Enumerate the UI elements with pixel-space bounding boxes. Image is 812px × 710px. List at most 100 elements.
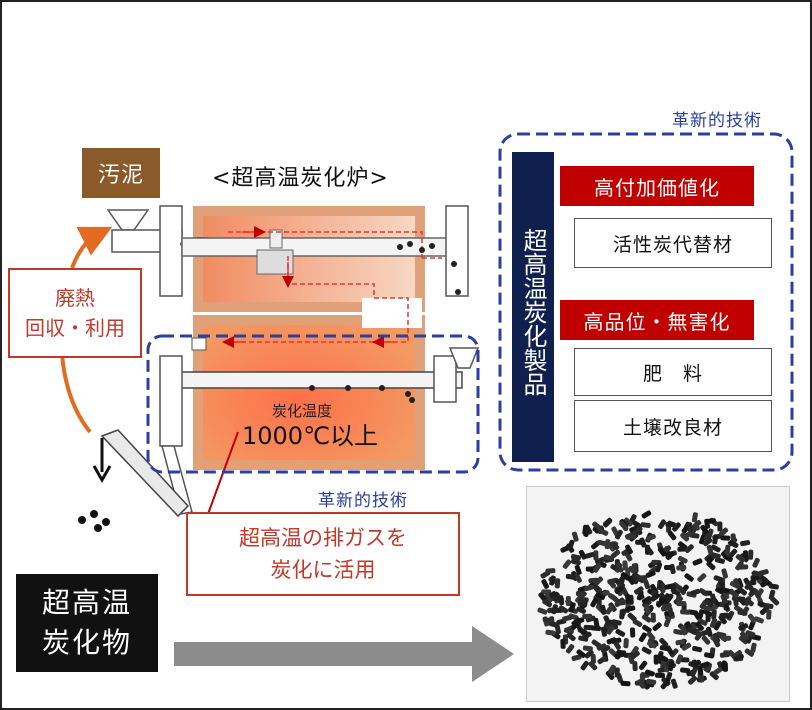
pellet — [625, 544, 633, 555]
pellet — [566, 632, 576, 642]
pellet — [677, 555, 688, 564]
innovation-label-kiln: 革新的技術 — [318, 491, 408, 511]
pellet — [582, 524, 589, 535]
pellet — [713, 666, 723, 676]
upper-tube — [181, 237, 463, 257]
pellet — [690, 588, 701, 596]
exhaust-gas-line2: 炭化に活用 — [270, 558, 376, 582]
pellet — [709, 671, 719, 681]
pellet — [593, 586, 603, 596]
pellet — [692, 558, 703, 566]
lower-hopper — [448, 347, 480, 369]
pellet — [647, 640, 657, 649]
pellet — [560, 638, 566, 649]
products-title-bar — [512, 152, 554, 462]
char-label: 超高温 炭化物 — [16, 574, 158, 672]
pellet — [629, 525, 640, 533]
pellet — [656, 598, 666, 608]
sludge-label: 汚泥 — [82, 148, 160, 198]
pellet — [571, 654, 582, 661]
pellet — [627, 612, 637, 622]
pellet — [766, 609, 772, 620]
pellet — [606, 637, 617, 645]
pellet — [721, 635, 732, 641]
pellet — [600, 645, 611, 654]
pellet — [720, 535, 731, 541]
pellet — [630, 650, 640, 660]
pellet — [740, 540, 751, 547]
pellet — [699, 588, 709, 597]
pellet — [605, 604, 614, 615]
pellet — [722, 661, 729, 672]
pellet — [752, 570, 763, 578]
pellet — [745, 630, 756, 638]
waste-heat-line2: 回収・利用 — [25, 316, 125, 340]
pellet — [680, 625, 688, 636]
inlet-hopper — [106, 209, 150, 231]
pellet — [614, 599, 625, 607]
pellet — [577, 627, 588, 636]
pellet — [691, 659, 699, 670]
pellet — [607, 542, 616, 552]
pellet — [719, 587, 730, 594]
chamber-gap — [362, 298, 422, 328]
kiln-title: <超高温炭化炉> — [212, 166, 389, 191]
pellet — [645, 533, 656, 542]
pellet — [658, 519, 667, 530]
pellet — [558, 605, 569, 614]
pellet — [655, 562, 663, 573]
pellet — [542, 599, 553, 608]
pellet — [619, 521, 628, 531]
pellet — [588, 661, 598, 671]
char-label-line1: 超高温 — [41, 586, 132, 619]
pellet — [691, 512, 698, 523]
pellet — [616, 579, 626, 589]
pellet — [576, 649, 586, 658]
pellet — [574, 572, 582, 583]
pellet — [657, 547, 667, 557]
char-label-line2: 炭化物 — [41, 626, 132, 659]
pellet — [600, 626, 608, 637]
pellet — [584, 551, 595, 559]
pellet — [558, 595, 565, 606]
pellet — [590, 597, 599, 608]
pellet — [732, 650, 743, 659]
pellet — [740, 631, 749, 641]
pellet — [750, 642, 757, 653]
pellet — [684, 544, 694, 553]
pellet — [641, 614, 652, 623]
pellet — [619, 609, 625, 620]
pellet — [641, 510, 652, 519]
pellet — [623, 517, 633, 527]
pellet — [578, 597, 589, 603]
pellet — [645, 570, 656, 578]
pellet — [675, 639, 686, 646]
pellet — [544, 593, 553, 604]
pellet — [565, 644, 575, 654]
pellet — [738, 564, 749, 570]
pellet — [612, 640, 621, 650]
pellet — [607, 664, 616, 675]
pellet — [551, 604, 558, 615]
pellet — [592, 521, 602, 531]
pellet — [565, 595, 571, 607]
pellet — [578, 549, 587, 560]
pellet — [644, 669, 655, 677]
pellet — [729, 589, 739, 598]
pellet — [576, 606, 587, 614]
pellet — [658, 654, 668, 662]
pellet — [642, 624, 652, 633]
output-pellets — [78, 510, 110, 532]
pellet — [753, 588, 761, 599]
pellet — [759, 606, 769, 615]
pellet — [724, 544, 731, 555]
pellet — [615, 629, 626, 637]
pellet — [665, 593, 674, 604]
pellet — [646, 678, 657, 685]
pellet — [610, 541, 620, 551]
pellet — [614, 651, 625, 659]
pellet — [590, 625, 602, 632]
pellet — [719, 652, 730, 658]
pellet — [670, 678, 678, 689]
pellet — [687, 675, 698, 685]
